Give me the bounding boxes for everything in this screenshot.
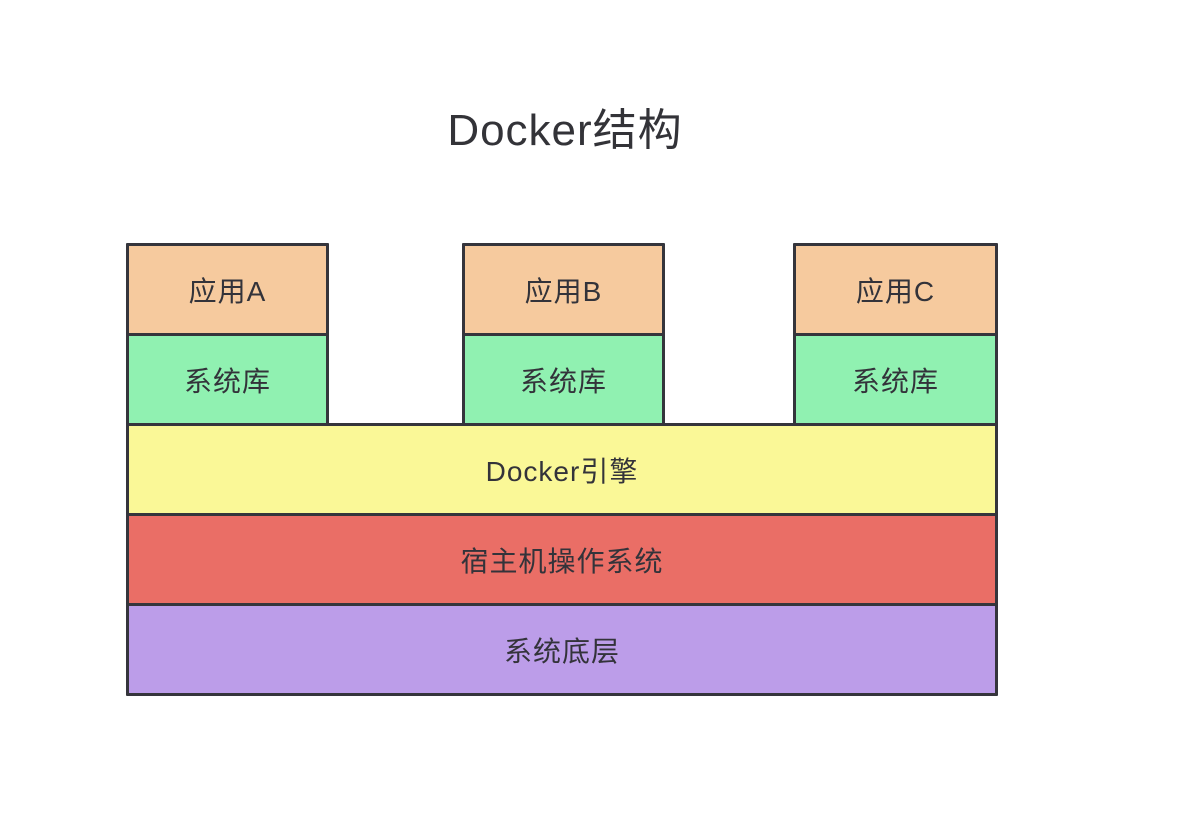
system-base-layer: 系统底层 bbox=[126, 603, 998, 696]
diagram-title: Docker结构 bbox=[447, 106, 683, 155]
system-lib-box-c: 系统库 bbox=[793, 333, 998, 426]
layer-stack: 应用A 系统库 应用B 系统库 应用C 系统库 Docker引擎 宿主机操作系统… bbox=[126, 243, 998, 696]
system-lib-box-a: 系统库 bbox=[126, 333, 329, 426]
app-box-a: 应用A bbox=[126, 243, 329, 336]
host-os-layer: 宿主机操作系统 bbox=[126, 513, 998, 606]
docker-engine-layer: Docker引擎 bbox=[126, 423, 998, 516]
app-box-c: 应用C bbox=[793, 243, 998, 336]
system-lib-box-b: 系统库 bbox=[462, 333, 665, 426]
app-box-b: 应用B bbox=[462, 243, 665, 336]
